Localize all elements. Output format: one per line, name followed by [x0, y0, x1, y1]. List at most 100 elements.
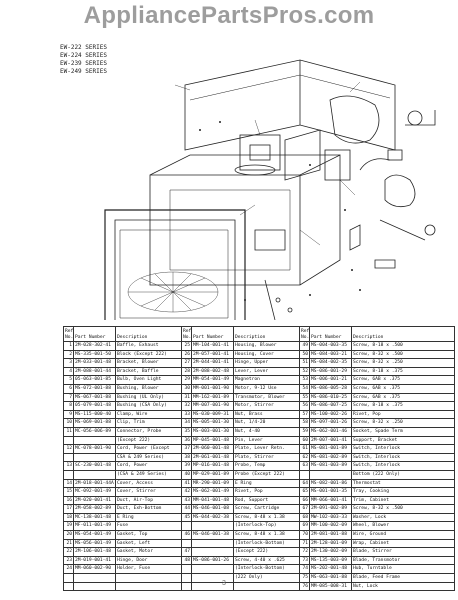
- series-line: EW-222 SERIES: [60, 44, 107, 51]
- part-number-cell: MF-011-001-49: [73, 521, 116, 532]
- ref-cell: 56: [299, 401, 310, 411]
- part-number-cell: MS-072-001-88: [73, 383, 116, 394]
- description-cell: (222 Only): [233, 573, 300, 583]
- part-number-cell: 2M-057-001-41: [191, 349, 234, 360]
- part-number-cell: MP-045-001-48: [191, 435, 234, 446]
- exploded-view-diagram: [104, 59, 436, 320]
- description-cell: Support, Bracket: [351, 435, 455, 446]
- ref-cell: 16: [63, 495, 74, 506]
- ref-cell: 12: [63, 444, 74, 454]
- page-number: 3: [222, 580, 226, 587]
- part-number-cell: MS-006-001-21: [309, 375, 352, 385]
- description-cell: Switch, Interlock: [351, 444, 455, 454]
- ref-cell: 34: [181, 418, 192, 428]
- part-number-cell: MW-102-003-33: [309, 512, 352, 523]
- part-number-cell: MS-202-001-48: [309, 564, 352, 575]
- part-number-cell: MS-004-003-35: [309, 341, 352, 351]
- description-cell: Rivet, Pop: [233, 487, 300, 497]
- part-number-cell: MS-063-001-88: [309, 573, 352, 583]
- ref-cell: 65: [299, 487, 310, 497]
- part-number-cell: MS-086-001-29: [309, 366, 352, 377]
- ref-cell: 43: [181, 495, 192, 506]
- description-cell: Rod, Support: [233, 495, 300, 506]
- ref-cell: 8: [63, 401, 74, 411]
- ref-cell: 13: [63, 461, 74, 471]
- ref-cell: 3: [63, 358, 74, 368]
- description-cell: E Ring: [233, 478, 300, 489]
- description-cell: Plate, Stirrer: [233, 452, 300, 463]
- description-cell: Blade, Feed Frame: [351, 573, 455, 583]
- ref-cell: 59: [299, 426, 310, 437]
- ref-cell: 48: [181, 555, 192, 566]
- part-number-cell: 2M-130-002-09: [309, 547, 352, 557]
- description-cell: Motor, Stirrer: [233, 401, 300, 411]
- ref-cell: 42: [181, 487, 192, 497]
- part-number-cell: MS-062-001-46: [309, 426, 352, 437]
- ref-cell: 41: [181, 478, 192, 489]
- description-cell: Motor, 9-12 Use: [233, 383, 300, 394]
- description-cell: Nut, Brass: [233, 409, 300, 420]
- ref-cell: 33: [181, 409, 192, 420]
- ref-cell: 24: [63, 564, 74, 575]
- part-number-cell: MS-054-001-49: [73, 530, 116, 540]
- part-number-cell: 2M-018-001-44A: [73, 478, 116, 489]
- description-cell: Screw, 8-48 x 1.38: [233, 512, 300, 523]
- part-number-cell: MC-056-006-89: [73, 426, 116, 437]
- header-part-number: Part Number: [73, 326, 116, 342]
- description-cell: Probe, Temp: [233, 461, 300, 471]
- description-cell: Hinge, Door: [115, 555, 182, 566]
- part-number-cell: MP-016-001-48: [191, 461, 234, 471]
- ref-cell: 28: [181, 366, 192, 377]
- ref-cell: [181, 581, 192, 592]
- description-cell: Duct, Air-Top: [115, 495, 182, 506]
- description-cell: Clamp, Wire: [115, 409, 182, 420]
- ref-cell: 70: [299, 530, 310, 540]
- description-cell: Plate, Lever Retn.: [233, 444, 300, 454]
- ref-cell: 46: [181, 530, 192, 540]
- series-line: EW-224 SERIES: [60, 52, 107, 59]
- description-cell: Bushing (CSA Only): [115, 401, 182, 411]
- part-number-cell: [73, 469, 116, 480]
- header-part-number: Part Number: [191, 326, 234, 342]
- description-cell: Screw, 8-32 x .250: [351, 358, 455, 368]
- ref-cell: [63, 452, 74, 463]
- description-cell: Screw, 8-18 x .375: [351, 401, 455, 411]
- part-number-cell: MS-003-001-30: [191, 426, 234, 437]
- ref-cell: [63, 435, 74, 446]
- description-cell: Switch, Interlock: [351, 461, 455, 471]
- part-number-cell: MS-086-001-26: [191, 555, 234, 566]
- ref-cell: 1: [63, 341, 74, 351]
- description-cell: [115, 573, 182, 583]
- ref-cell: 50: [299, 349, 310, 360]
- ref-cell: 49: [299, 341, 310, 351]
- ref-cell: 6: [63, 383, 74, 394]
- description-cell: (Except 222): [233, 547, 300, 557]
- ref-cell: 18: [63, 512, 74, 523]
- ref-cell: 15: [63, 487, 74, 497]
- ref-cell: 11: [63, 426, 74, 437]
- description-cell: Magnetron: [233, 375, 300, 385]
- part-number-cell: 2M-019-001-41: [73, 555, 116, 566]
- description-cell: Bushing (UL Only): [115, 392, 182, 403]
- description-cell: CSA & 249 Series): [115, 452, 182, 463]
- part-number-cell: MS-081-002-89: [309, 452, 352, 463]
- ref-cell: 21: [63, 538, 74, 549]
- description-cell: (Interlock-Bottom): [233, 538, 300, 549]
- description-cell: Cord, Power (Except: [115, 444, 182, 454]
- description-cell: Screw, 4-40 x .625: [233, 555, 300, 566]
- ref-cell: 66: [299, 495, 310, 506]
- part-number-cell: [309, 469, 352, 480]
- ref-cell: 17: [63, 504, 74, 514]
- ref-cell: 35: [181, 426, 192, 437]
- description-cell: Blade, Transmotor: [351, 555, 455, 566]
- part-number-cell: MS-081-003-89: [309, 461, 352, 471]
